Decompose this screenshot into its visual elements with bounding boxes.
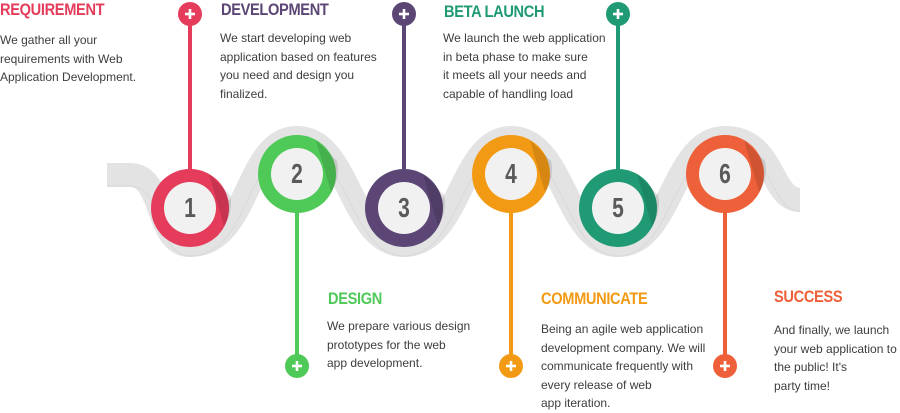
step-1-node xyxy=(151,169,231,247)
process-diagram xyxy=(107,2,803,378)
step-2-description: We prepare various design prototypes for… xyxy=(327,319,471,370)
step-3-title: DEVELOPMENT xyxy=(221,0,329,19)
step-4-node-inner xyxy=(485,148,537,200)
step-5-node-inner xyxy=(592,182,644,234)
step-1-description: We gather all your requirements with Web… xyxy=(0,33,137,84)
step-1-title: REQUIREMENT xyxy=(0,0,105,19)
step-6-node-inner xyxy=(699,148,751,200)
step-1-node-inner xyxy=(164,182,216,234)
plus-icon xyxy=(506,361,516,371)
step-1-node-shade xyxy=(209,174,231,226)
step-6-node-shade xyxy=(744,140,766,192)
step-nodes xyxy=(151,135,766,247)
step-3-description: We start developing web application base… xyxy=(220,31,377,101)
step-1-plus-button[interactable] xyxy=(178,2,202,26)
step-6-title: SUCCESS xyxy=(774,287,843,306)
step-3-number: 3 xyxy=(398,192,410,223)
step-6-node xyxy=(686,135,766,213)
step-4-number: 4 xyxy=(505,158,517,189)
connector-stems xyxy=(178,2,737,378)
plus-icon xyxy=(399,9,409,19)
step-2-plus-button[interactable] xyxy=(285,354,309,378)
step-3-node-inner xyxy=(378,182,430,234)
step-4-node xyxy=(472,135,552,213)
plus-icon xyxy=(613,9,623,19)
step-6-description: And finally, we launch your web applicat… xyxy=(774,323,897,393)
step-6-plus-button[interactable] xyxy=(713,354,737,378)
step-5-description: We launch the web application in beta ph… xyxy=(443,31,606,101)
step-4-plus-button[interactable] xyxy=(499,354,523,378)
step-1-number: 1 xyxy=(184,192,196,223)
plus-icon xyxy=(292,361,302,371)
step-6-number: 6 xyxy=(719,158,731,189)
step-5-title: BETA LAUNCH xyxy=(444,2,545,21)
step-3-node xyxy=(365,169,445,247)
step-4-description: Being an agile web application developme… xyxy=(541,322,706,410)
plus-icon xyxy=(720,361,730,371)
step-5-node xyxy=(579,169,659,247)
step-3-plus-button[interactable] xyxy=(392,2,416,26)
step-2-node-shade xyxy=(316,140,338,192)
step-2-title: DESIGN xyxy=(328,289,382,308)
step-2-number: 2 xyxy=(291,158,303,189)
plus-icon xyxy=(185,9,195,19)
step-5-node-shade xyxy=(637,174,659,226)
step-4-title: COMMUNICATE xyxy=(541,289,648,308)
step-2-node xyxy=(258,135,338,213)
step-4-node-shade xyxy=(530,140,552,192)
step-3-node-shade xyxy=(423,174,445,226)
step-5-plus-button[interactable] xyxy=(606,2,630,26)
step-2-node-inner xyxy=(271,148,323,200)
step-5-number: 5 xyxy=(612,192,624,223)
